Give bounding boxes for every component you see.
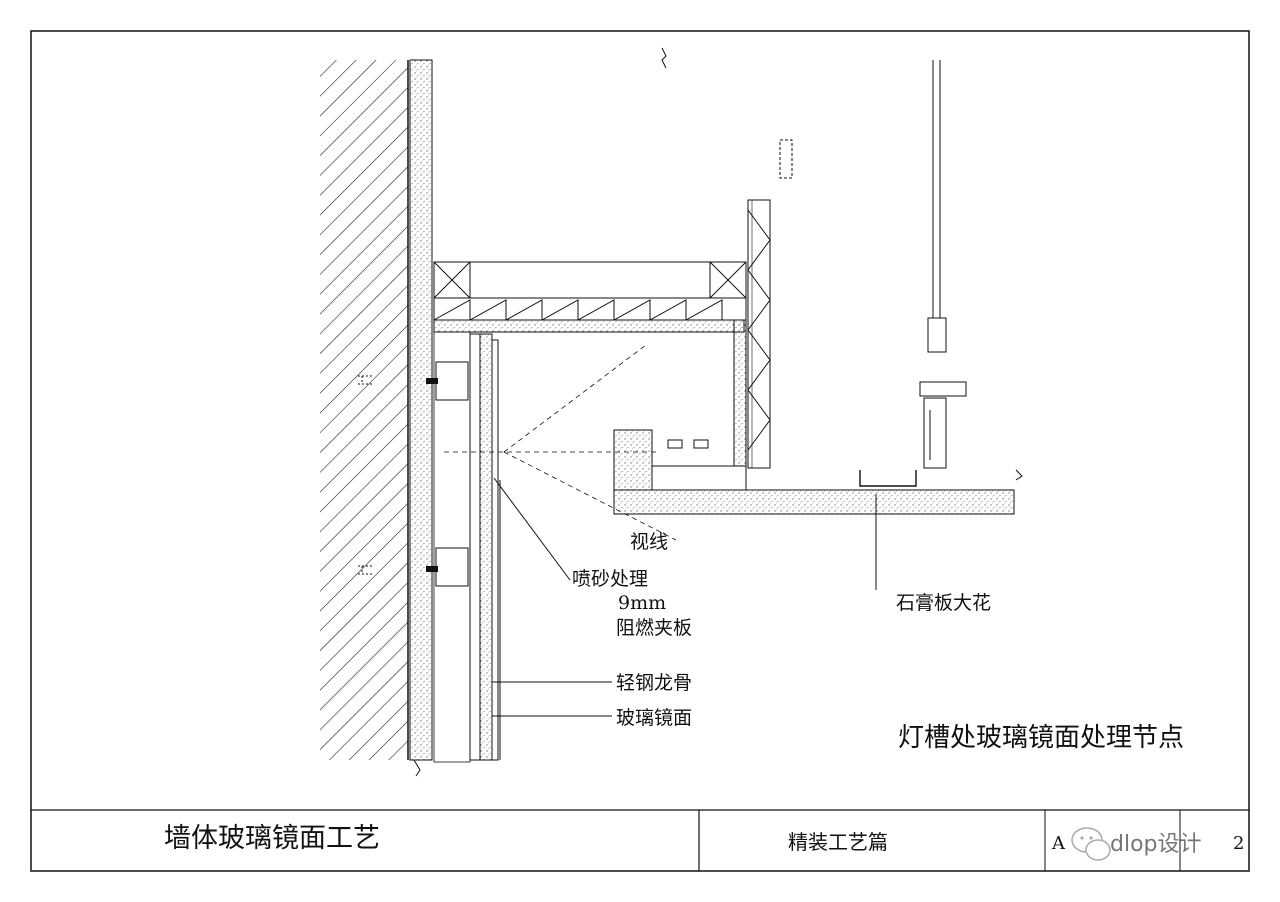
- leader-lines: [492, 477, 877, 717]
- wechat-icon: [1071, 827, 1111, 861]
- concrete-wall: [320, 60, 409, 760]
- sight-lines: [444, 344, 677, 541]
- ceiling-assembly: [613, 60, 1023, 515]
- label-gypsum: 石膏板大花: [896, 591, 991, 614]
- label-mirror: 玻璃镜面: [616, 707, 692, 729]
- wall-plaster-layer: [409, 59, 433, 777]
- sheet-code-right: 2: [1233, 833, 1244, 854]
- label-sight-line: 视线: [630, 531, 668, 553]
- light-trough: [433, 199, 771, 469]
- node-title: 灯槽处玻璃镜面处理节点: [898, 723, 1184, 753]
- label-thickness: 9mm: [618, 592, 666, 614]
- label-sandblast: 喷砂处理: [572, 568, 648, 590]
- mirror-assembly: [358, 331, 501, 763]
- label-keel: 轻钢龙骨: [616, 672, 692, 694]
- break-mark-top: [661, 47, 667, 69]
- label-plywood: 阻燃夹板: [616, 617, 692, 639]
- watermark-text: dlop设计: [1110, 832, 1202, 857]
- drawing-border: [30, 30, 1250, 872]
- category-label: 精装工艺篇: [788, 830, 888, 854]
- main-title: 墙体玻璃镜面工艺: [164, 823, 380, 854]
- sheet-code-left: A: [1051, 833, 1066, 854]
